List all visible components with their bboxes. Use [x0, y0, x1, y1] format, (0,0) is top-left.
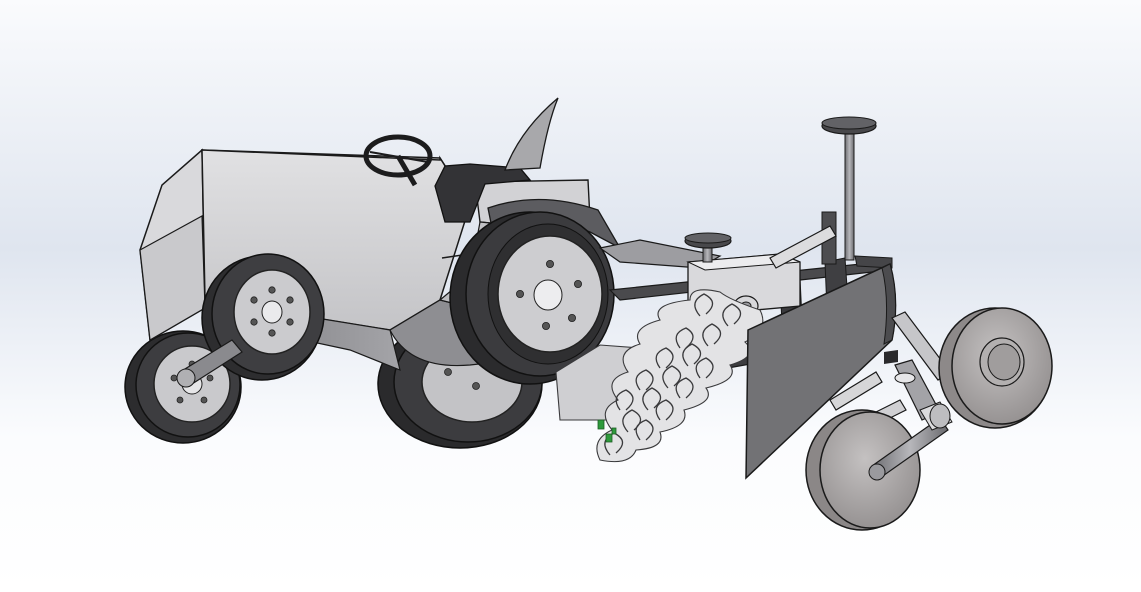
front-wheel-right — [449, 211, 615, 385]
roller-wheel-lower — [805, 401, 953, 531]
seat — [434, 97, 559, 223]
hydraulic-cylinder — [769, 225, 941, 421]
front-wheel-left — [176, 253, 325, 388]
roller-wheel-upper — [938, 307, 1053, 429]
rotary-tiller — [555, 289, 764, 463]
support-post — [684, 116, 877, 263]
steering-wheel — [363, 134, 433, 187]
leveling-blade — [745, 262, 898, 480]
